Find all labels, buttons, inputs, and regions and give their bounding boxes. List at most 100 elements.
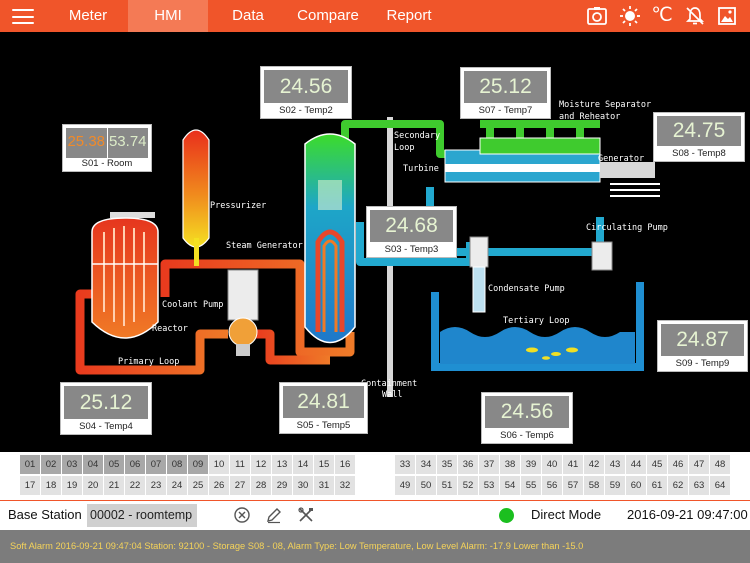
station-cell-51[interactable]: 51 [437,476,457,495]
edit-icon[interactable] [265,506,283,524]
station-cell-31[interactable]: 31 [314,476,334,495]
station-cell-25[interactable]: 25 [188,476,208,495]
tab-report[interactable]: Report [386,7,432,24]
camera-icon[interactable] [586,5,608,27]
station-cell-64[interactable]: 64 [710,476,730,495]
station-cell-46[interactable]: 46 [668,455,688,474]
sensor-s02-value: 24.56 [264,70,348,103]
station-cell-40[interactable]: 40 [542,455,562,474]
station-cell-18[interactable]: 18 [41,476,61,495]
station-cell-03[interactable]: 03 [62,455,82,474]
station-cell-13[interactable]: 13 [272,455,292,474]
station-cell-33[interactable]: 33 [395,455,415,474]
label-coolant-pump: Coolant Pump [162,300,223,310]
station-cell-59[interactable]: 59 [605,476,625,495]
sensor-s01[interactable]: 25.38 53.74 S01 - Room [62,124,152,172]
station-cell-21[interactable]: 21 [104,476,124,495]
station-cell-09[interactable]: 09 [188,455,208,474]
station-cell-20[interactable]: 20 [83,476,103,495]
sensor-s03-value: 24.68 [370,210,453,242]
station-select[interactable]: 00002 - roomtemp [87,504,197,527]
station-cell-24[interactable]: 24 [167,476,187,495]
station-cell-43[interactable]: 43 [605,455,625,474]
sensor-s08-name: S08 - Temp8 [672,148,726,159]
sensor-s05[interactable]: 24.81 S05 - Temp5 [279,382,368,434]
sensor-s09[interactable]: 24.87 S09 - Temp9 [657,320,748,372]
alarm-message-text: Soft Alarm 2016-09-21 09:47:04 Station: … [10,541,584,551]
sensor-s08[interactable]: 24.75 S08 - Temp8 [653,112,745,162]
station-cell-63[interactable]: 63 [689,476,709,495]
station-cell-19[interactable]: 19 [62,476,82,495]
station-cell-14[interactable]: 14 [293,455,313,474]
station-cell-15[interactable]: 15 [314,455,334,474]
alarm-mute-icon[interactable] [684,5,706,27]
station-cell-01[interactable]: 01 [20,455,40,474]
station-cell-41[interactable]: 41 [563,455,583,474]
sensor-s06[interactable]: 24.56 S06 - Temp6 [481,392,573,444]
connection-status-indicator [499,508,514,523]
station-cell-50[interactable]: 50 [416,476,436,495]
tab-meter[interactable]: Meter [68,7,108,24]
sensor-s09-value: 24.87 [661,324,744,356]
station-cell-12[interactable]: 12 [251,455,271,474]
station-cell-23[interactable]: 23 [146,476,166,495]
station-cell-22[interactable]: 22 [125,476,145,495]
sensor-s02[interactable]: 24.56 S02 - Temp2 [260,66,352,119]
station-cell-36[interactable]: 36 [458,455,478,474]
station-cell-04[interactable]: 04 [83,455,103,474]
tab-data[interactable]: Data [232,7,264,24]
station-cell-11[interactable]: 11 [230,455,250,474]
station-cell-16[interactable]: 16 [335,455,355,474]
clear-icon[interactable] [233,506,251,524]
station-cell-56[interactable]: 56 [542,476,562,495]
station-cell-29[interactable]: 29 [272,476,292,495]
station-cell-55[interactable]: 55 [521,476,541,495]
brightness-icon[interactable] [619,5,641,27]
station-cell-60[interactable]: 60 [626,476,646,495]
station-cell-10[interactable]: 10 [209,455,229,474]
station-cell-02[interactable]: 02 [41,455,61,474]
station-cell-08[interactable]: 08 [167,455,187,474]
station-cell-57[interactable]: 57 [563,476,583,495]
station-cell-61[interactable]: 61 [647,476,667,495]
station-cell-58[interactable]: 58 [584,476,604,495]
sensor-s03[interactable]: 24.68 S03 - Temp3 [366,206,457,258]
station-cell-53[interactable]: 53 [479,476,499,495]
alarm-message-bar[interactable]: Soft Alarm 2016-09-21 09:47:04 Station: … [0,530,750,563]
station-cell-38[interactable]: 38 [500,455,520,474]
station-cell-06[interactable]: 06 [125,455,145,474]
station-cell-54[interactable]: 54 [500,476,520,495]
tools-icon[interactable] [297,506,315,524]
station-cell-45[interactable]: 45 [647,455,667,474]
station-cell-62[interactable]: 62 [668,476,688,495]
station-cell-27[interactable]: 27 [230,476,250,495]
station-cell-30[interactable]: 30 [293,476,313,495]
station-cell-34[interactable]: 34 [416,455,436,474]
station-cell-42[interactable]: 42 [584,455,604,474]
sensor-s04-name: S04 - Temp4 [79,421,133,432]
station-cell-52[interactable]: 52 [458,476,478,495]
station-cell-44[interactable]: 44 [626,455,646,474]
tab-hmi[interactable]: HMI [128,0,208,32]
station-cell-17[interactable]: 17 [20,476,40,495]
station-cell-39[interactable]: 39 [521,455,541,474]
station-cell-35[interactable]: 35 [437,455,457,474]
tab-compare[interactable]: Compare [297,7,359,24]
station-cell-37[interactable]: 37 [479,455,499,474]
station-cell-49[interactable]: 49 [395,476,415,495]
hmi-plant-diagram: Pressurizer Steam Generator Coolant Pump… [0,32,750,452]
station-cell-28[interactable]: 28 [251,476,271,495]
sensor-s04[interactable]: 25.12 S04 - Temp4 [60,382,152,435]
station-cell-32[interactable]: 32 [335,476,355,495]
hamburger-menu-icon[interactable] [12,9,34,24]
station-cell-48[interactable]: 48 [710,455,730,474]
station-cell-05[interactable]: 05 [104,455,124,474]
station-cell-47[interactable]: 47 [689,455,709,474]
station-cell-26[interactable]: 26 [209,476,229,495]
base-station-label: Base Station [8,507,82,522]
station-cell-07[interactable]: 07 [146,455,166,474]
image-icon[interactable] [716,5,738,27]
label-pressurizer: Pressurizer [210,201,266,211]
celsius-icon[interactable]: ℃ [651,5,673,26]
sensor-s07[interactable]: 25.12 S07 - Temp7 [460,67,551,119]
